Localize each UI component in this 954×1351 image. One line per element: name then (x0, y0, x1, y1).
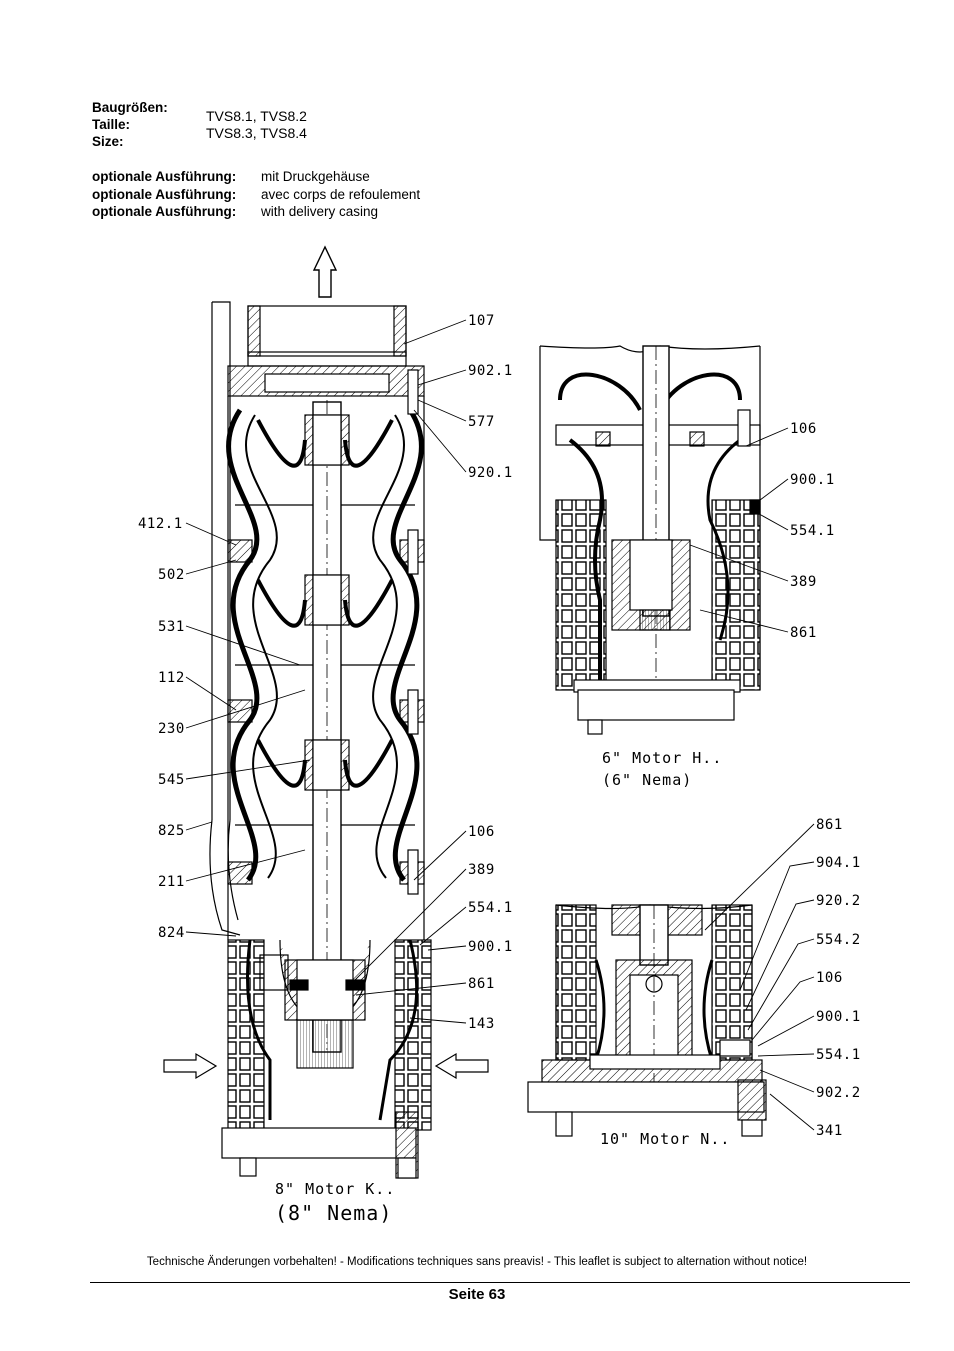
m10-label-341: 341 (816, 1123, 843, 1139)
size-label-en: Size: (92, 134, 124, 149)
label-824: 824 (158, 925, 185, 941)
option-label-en: optionale Ausführung: (92, 204, 237, 219)
label-143: 143 (468, 1016, 495, 1032)
label-502: 502 (158, 567, 185, 583)
caption-motor8-line1: 8" Motor K.. (275, 1180, 395, 1198)
left-labels: 412.1 502 531 112 230 545 825 211 824 (138, 516, 185, 941)
option-label-fr: optionale Ausführung: (92, 186, 237, 202)
main-right-labels: 107 902.1 577 920.1 106 389 554.1 900.1 … (468, 313, 513, 1032)
label-211: 211 (158, 874, 185, 890)
label-412-1: 412.1 (138, 516, 183, 532)
label-900-1: 900.1 (468, 939, 513, 955)
size-value-1: TVS8.1, TVS8.2 (206, 108, 307, 124)
label-554-1: 554.1 (468, 900, 513, 916)
m10-label-902-2: 902.2 (816, 1085, 861, 1101)
option-labels: optionale Ausführung: optionale Ausführu… (92, 168, 236, 221)
label-902-1: 902.1 (468, 363, 513, 379)
m10-label-554-2: 554.2 (816, 932, 861, 948)
option-value-en: with delivery casing (261, 204, 379, 219)
m10-label-920-2: 920.2 (816, 893, 861, 909)
caption-motor6-line2: (6" Nema) (602, 771, 692, 789)
caption-motor6-line1: 6" Motor H.. (602, 749, 722, 767)
label-920-1: 920.1 (468, 465, 513, 481)
option-values: mit Druckgehäuse avec corps de refouleme… (261, 168, 420, 221)
caption-motor10: 10" Motor N.. (600, 1130, 730, 1148)
size-values: TVS8.1, TVS8.2 TVS8.3, TVS8.4 (206, 108, 307, 142)
m6-label-861: 861 (790, 625, 817, 641)
label-531: 531 (158, 619, 185, 635)
m10-label-861: 861 (816, 817, 843, 833)
label-861: 861 (468, 976, 495, 992)
m6-label-106: 106 (790, 421, 817, 437)
label-107: 107 (468, 313, 495, 329)
main-pump-assembly (163, 245, 489, 1179)
motor10-labels: 861 904.1 920.2 554.2 106 900.1 554.1 90… (816, 817, 861, 1139)
size-label-fr: Taille: (92, 117, 131, 132)
size-value-2: TVS8.3, TVS8.4 (206, 125, 307, 141)
m10-label-900-1: 900.1 (816, 1009, 861, 1025)
caption-motor8-line2: (8" Nema) (275, 1201, 392, 1225)
label-825: 825 (158, 823, 185, 839)
size-label-de: Baugrößen: (92, 100, 168, 115)
motor-captions: 8" Motor K.. (8" Nema) 6" Motor H.. (6" … (275, 749, 730, 1225)
option-label-de: optionale Ausführung: (92, 169, 237, 184)
page-number: Seite 63 (448, 1286, 506, 1303)
motor-10-detail (527, 823, 815, 1137)
option-value-de: mit Druckgehäuse (261, 169, 370, 184)
label-389: 389 (468, 862, 495, 878)
m10-label-106: 106 (816, 970, 843, 986)
label-545: 545 (158, 772, 185, 788)
m6-label-900-1: 900.1 (790, 472, 835, 488)
label-577: 577 (468, 414, 495, 430)
m10-label-554-1: 554.1 (816, 1047, 861, 1063)
label-106: 106 (468, 824, 495, 840)
motor6-labels: 106 900.1 554.1 389 861 (790, 421, 835, 641)
label-112: 112 (158, 670, 185, 686)
option-value-fr: avec corps de refoulement (261, 186, 421, 202)
m6-label-389: 389 (790, 574, 817, 590)
m10-label-904-1: 904.1 (816, 855, 861, 871)
pump-sectional-drawing: 412.1 502 531 112 230 545 825 211 824 10… (138, 245, 861, 1225)
label-230: 230 (158, 721, 185, 737)
size-labels: Baugrößen: Taille: Size: (92, 99, 168, 150)
motor-6-detail (539, 345, 789, 735)
footer-divider (90, 1282, 910, 1283)
m6-label-554-1: 554.1 (790, 523, 835, 539)
footer-note: Technische Änderungen vorbehalten! - Mod… (146, 1256, 808, 1268)
